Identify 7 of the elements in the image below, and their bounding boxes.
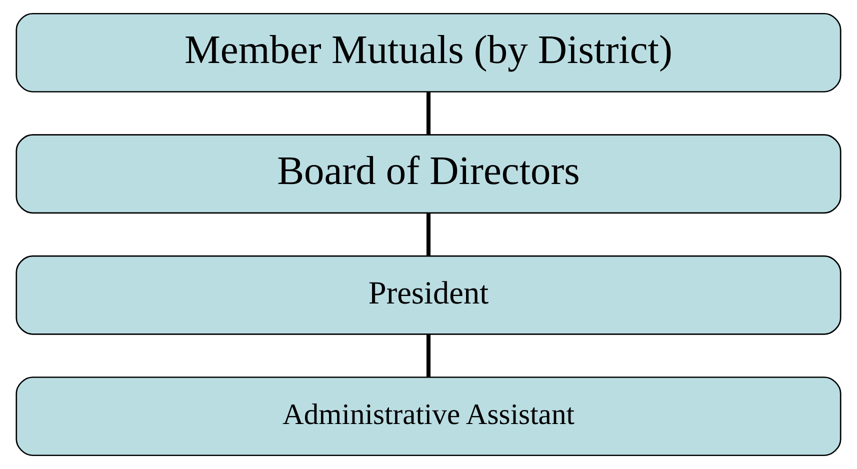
- connector: [426, 334, 431, 377]
- connector: [426, 213, 431, 256]
- node-box: Member Mutuals (by District): [16, 12, 842, 92]
- connector: [426, 92, 431, 134]
- node-box: Board of Directors: [16, 134, 842, 214]
- node-box: President: [16, 255, 842, 335]
- node-box: Administrative Assistant: [16, 376, 842, 456]
